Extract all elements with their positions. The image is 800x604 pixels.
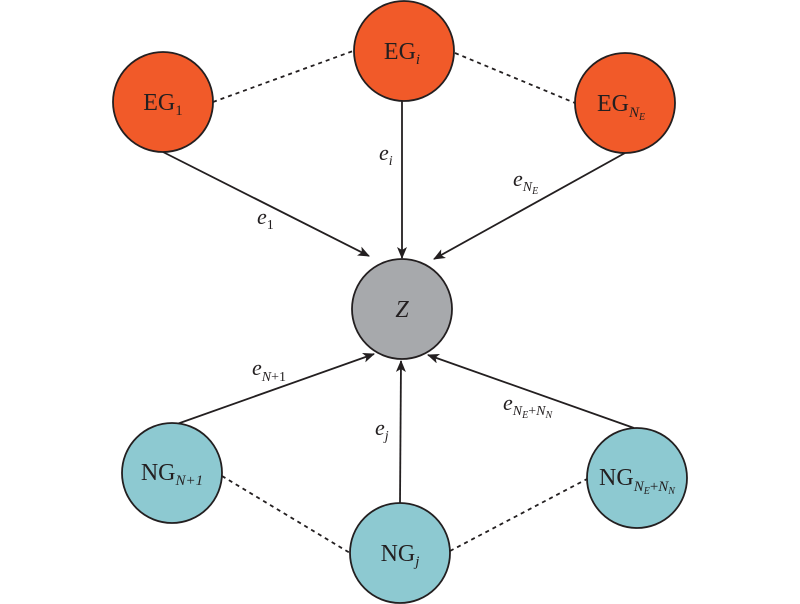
dashed-link-egi-egne bbox=[454, 52, 576, 104]
edge-enenn-arrow bbox=[427, 353, 635, 429]
dashed-link-ngj-ngnenn bbox=[449, 478, 588, 552]
edge-ene-arrow bbox=[433, 152, 626, 260]
edge-e1-arrow bbox=[162, 151, 370, 257]
egne-circle bbox=[574, 52, 676, 154]
edge-en1-arrow bbox=[176, 352, 375, 425]
ngj-label: NGj bbox=[381, 541, 420, 570]
ngnenn-label: NGNE+NN bbox=[599, 465, 676, 497]
dashed-link-ngn1-ngj bbox=[221, 475, 351, 554]
node-egne: EGNE bbox=[574, 52, 676, 154]
edge-label-ene: eNE bbox=[513, 166, 538, 197]
z-circle bbox=[351, 258, 453, 360]
egi-circle bbox=[353, 0, 455, 102]
eg1-label: EG1 bbox=[143, 90, 183, 119]
node-ngnenn: NGNE+NN bbox=[586, 427, 688, 529]
ngn1-circle bbox=[121, 422, 223, 524]
egi-label: EGi bbox=[384, 39, 420, 68]
node-egi: EGi bbox=[353, 0, 455, 102]
node-z: Z bbox=[351, 258, 453, 360]
z-label: Z bbox=[395, 297, 409, 323]
edge-label-en1: eN+1 bbox=[252, 355, 286, 385]
eg1-circle bbox=[112, 51, 214, 153]
edge-label-ej: ej bbox=[375, 415, 389, 444]
node-eg1: EG1 bbox=[112, 51, 214, 153]
edge-label-e1: e1 bbox=[257, 204, 274, 233]
edge-label-enenn: eNE+NN bbox=[503, 390, 553, 421]
ngn1-label: NGN+1 bbox=[141, 460, 203, 489]
egne-label: EGNE bbox=[597, 91, 645, 123]
node-ngn1: NGN+1 bbox=[121, 422, 223, 524]
ngj-circle bbox=[349, 502, 451, 604]
edge-label-ei: ei bbox=[379, 140, 393, 169]
ngnenn-circle bbox=[586, 427, 688, 529]
node-ngj: NGj bbox=[349, 502, 451, 604]
dashed-link-eg1-egi bbox=[212, 50, 354, 103]
edge-ej-arrow bbox=[395, 360, 406, 504]
